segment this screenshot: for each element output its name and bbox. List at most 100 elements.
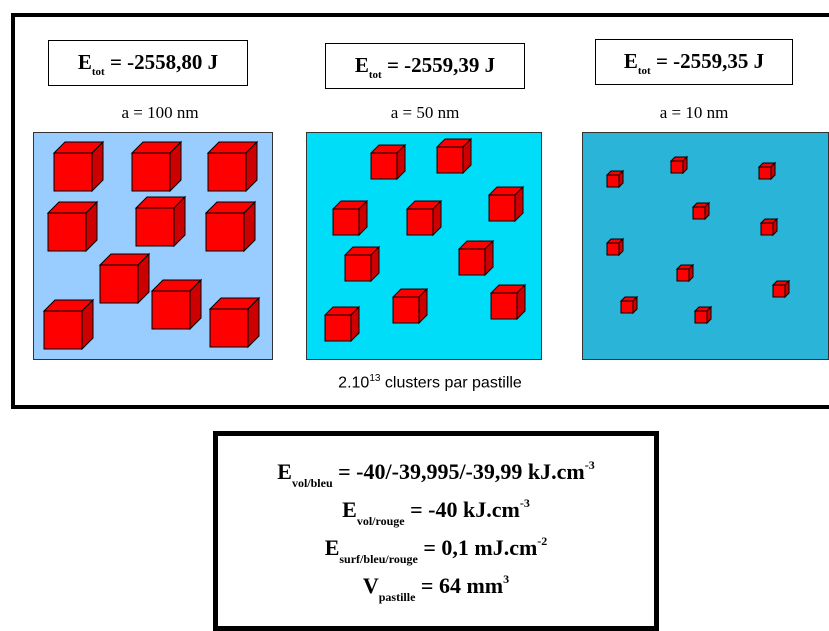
- energy-box-50nm: Etot = -2559,39 J: [325, 43, 525, 89]
- cluster-cube: [691, 201, 711, 221]
- cluster-cube: [771, 279, 791, 299]
- cluster-cube: [52, 140, 105, 193]
- cluster-cube: [343, 245, 381, 283]
- cluster-cube: [693, 305, 713, 325]
- energy-subscript: tot: [91, 66, 105, 78]
- cluster-panel-100nm: [33, 132, 273, 360]
- size-label-10nm: a = 10 nm: [659, 103, 729, 122]
- energy-symbol: E: [623, 49, 638, 73]
- caption-base: 2.10: [338, 374, 370, 392]
- cluster-cube: [669, 155, 689, 175]
- cluster-cube: [391, 287, 429, 325]
- cluster-cube: [435, 137, 473, 175]
- cluster-count-caption: 2.1013 clusters par pastille: [300, 373, 560, 392]
- cluster-panel-100nm-drawing: [42, 140, 261, 351]
- cluster-cube: [331, 199, 369, 237]
- cluster-cube: [489, 283, 527, 321]
- cube-front-face: [151, 290, 191, 330]
- cluster-cube: [757, 161, 777, 181]
- energy-subscript: tot: [637, 65, 651, 77]
- formula-symbol: E: [277, 459, 292, 484]
- caption-exponent: 13: [369, 373, 381, 384]
- cluster-cube: [130, 140, 183, 193]
- formula-subscript: vol/rouge: [356, 514, 405, 528]
- cube-front-face: [694, 310, 708, 324]
- cluster-cube: [605, 237, 625, 257]
- formula-e-vol-bleu: Evol/bleu = -40/-39,995/-39,99 kJ.cm-3: [218, 458, 654, 491]
- formula-subscript: pastille: [378, 590, 416, 604]
- cube-front-face: [606, 242, 620, 256]
- cube-front-face: [436, 146, 464, 174]
- cube-front-face: [760, 222, 774, 236]
- cluster-cube: [759, 217, 779, 237]
- outer-frame: [11, 13, 829, 409]
- size-label-50nm: a = 50 nm: [390, 103, 460, 122]
- cluster-cube: [323, 305, 361, 343]
- formula-exponent: 3: [503, 572, 510, 586]
- cluster-cube: [369, 143, 407, 181]
- cube-front-face: [99, 264, 139, 304]
- cluster-panel-10nm: [582, 132, 829, 360]
- energy-box-10nm: Etot = -2559,35 J: [595, 39, 793, 85]
- formula-e-surf: Esurf/bleu/rouge = 0,1 mJ.cm-2: [218, 534, 654, 567]
- formula-exponent: -2: [537, 534, 548, 548]
- cube-front-face: [676, 268, 690, 282]
- cluster-cube: [605, 169, 625, 189]
- cube-front-face: [620, 300, 634, 314]
- energy-box-100nm: Etot = -2558,80 J: [48, 40, 248, 86]
- cluster-panel-50nm: [306, 132, 542, 360]
- formula-symbol: E: [342, 497, 357, 522]
- cluster-cube: [675, 263, 695, 283]
- cluster-panel-10nm-drawing: [605, 155, 791, 325]
- cluster-cube: [208, 296, 261, 349]
- formula-exponent: -3: [584, 458, 595, 472]
- cluster-cube: [134, 195, 187, 248]
- cluster-cube: [46, 200, 99, 253]
- cluster-cube: [619, 295, 639, 315]
- formula-value: = -40/-39,995/-39,99 kJ.cm: [338, 459, 585, 484]
- cluster-cube: [457, 239, 495, 277]
- formula-value: = 64 mm: [420, 573, 504, 598]
- size-label-100nm: a = 100 nm: [121, 103, 199, 122]
- cube-front-face: [344, 254, 372, 282]
- cube-front-face: [670, 160, 684, 174]
- cluster-cube: [150, 278, 203, 331]
- cluster-panel-50nm-drawing: [323, 137, 527, 343]
- cube-front-face: [131, 152, 171, 192]
- cluster-cube: [206, 140, 259, 193]
- energy-value: = -2559,35 J: [655, 49, 765, 73]
- cube-front-face: [406, 208, 434, 236]
- formula-symbol: E: [324, 535, 340, 560]
- cube-front-face: [772, 284, 786, 298]
- cube-front-face: [209, 308, 249, 348]
- caption-text: clusters par pastille: [380, 374, 522, 392]
- formula-value: = -40 kJ.cm: [410, 497, 520, 522]
- formula-box: Evol/bleu = -40/-39,995/-39,99 kJ.cm-3 E…: [213, 431, 659, 631]
- energy-symbol: E: [354, 53, 369, 77]
- cluster-cube: [98, 252, 151, 305]
- cube-front-face: [370, 152, 398, 180]
- cube-front-face: [135, 207, 175, 247]
- cube-front-face: [47, 212, 87, 252]
- cube-front-face: [43, 310, 83, 350]
- cube-front-face: [758, 166, 772, 180]
- formula-symbol: V: [362, 573, 379, 598]
- formula-value: = 0,1 mJ.cm: [423, 535, 538, 560]
- cube-front-face: [332, 208, 360, 236]
- energy-subscript: tot: [368, 69, 382, 81]
- formula-subscript: vol/bleu: [291, 476, 333, 490]
- cluster-cube: [42, 298, 95, 351]
- energy-value: = -2558,80 J: [109, 50, 219, 74]
- cluster-cube: [487, 185, 525, 223]
- cluster-cube: [405, 199, 443, 237]
- cube-front-face: [324, 314, 352, 342]
- cube-front-face: [488, 194, 516, 222]
- cube-front-face: [692, 206, 706, 220]
- cube-front-face: [53, 152, 93, 192]
- formula-v-pastille: Vpastille = 64 mm3: [218, 572, 654, 605]
- cube-front-face: [205, 212, 245, 252]
- cluster-cube: [204, 200, 257, 253]
- cube-front-face: [392, 296, 420, 324]
- cube-front-face: [207, 152, 247, 192]
- energy-symbol: E: [77, 50, 92, 74]
